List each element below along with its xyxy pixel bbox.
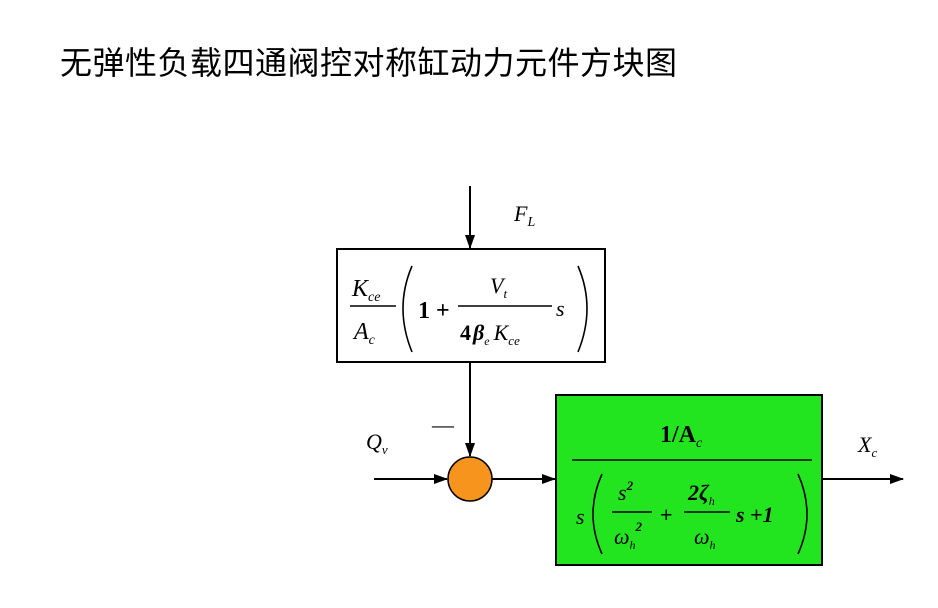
dynamics-omega: ωh (694, 524, 716, 552)
dynamics-two-zeta: 2ζh (687, 480, 715, 508)
load-inner-numerator: Vt (490, 273, 507, 301)
dynamics-omega-squared: ωh2 (614, 519, 643, 552)
load-left-paren (402, 265, 413, 353)
diagram-title: 无弹性负载四通阀控对称缸动力元件方块图 (60, 44, 678, 82)
load-right-paren (577, 265, 588, 353)
load-force-label: FL (513, 201, 535, 230)
minus-sign: — (431, 412, 455, 437)
load-frac-numerator: Kce (351, 276, 380, 305)
output-label: Xc (857, 432, 877, 460)
flow-label: Qv (366, 429, 388, 457)
dynamics-left-paren (592, 473, 603, 555)
load-s: s (556, 296, 565, 321)
dynamics-s: s (576, 504, 585, 529)
dynamics-plus: + (660, 502, 673, 527)
dynamics-s-squared: s2 (618, 478, 634, 505)
load-one-plus: 1 + (418, 298, 450, 324)
summing-junction (447, 456, 493, 502)
dynamics-s-plus-one: s +1 (735, 502, 774, 527)
dynamics-right-paren (797, 473, 808, 555)
dynamics-numerator: 1/Ac (660, 422, 703, 451)
load-frac-denominator: Ac (352, 319, 376, 348)
